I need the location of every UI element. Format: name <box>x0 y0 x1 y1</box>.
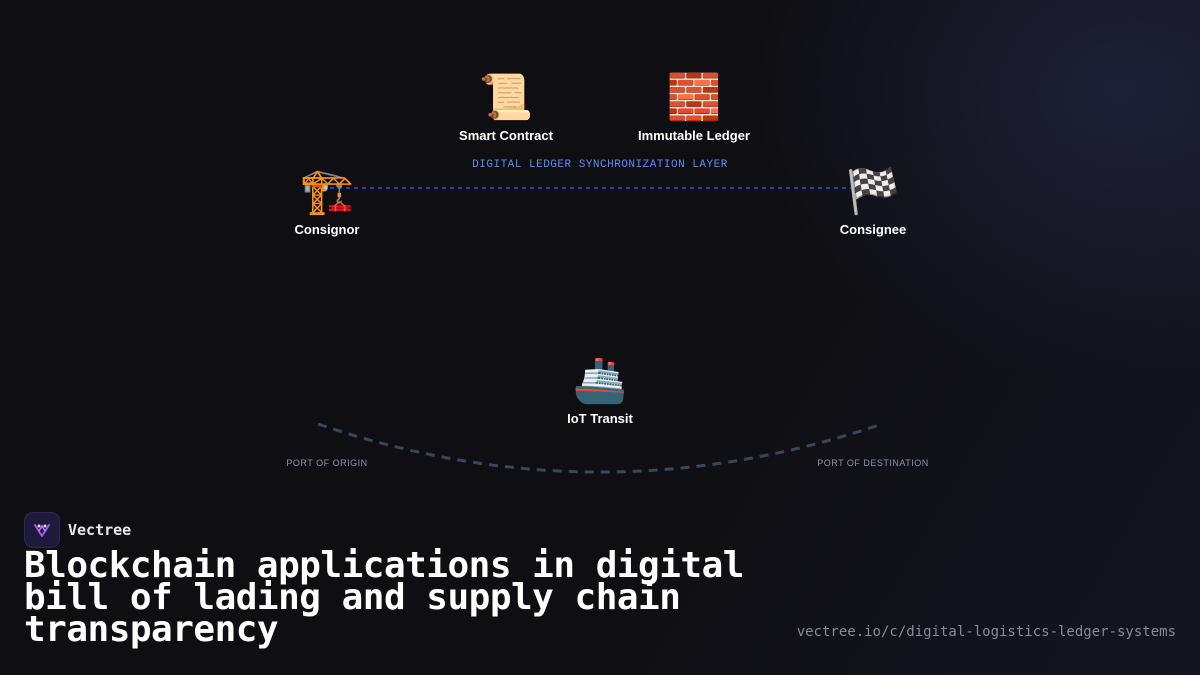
iot-transit-label: IoT Transit <box>567 411 633 426</box>
port-of-origin-label: PORT OF ORIGIN <box>286 458 368 468</box>
transit-route-line <box>317 422 883 474</box>
diagram-connectors <box>317 187 883 474</box>
port-of-destination-label: PORT OF DESTINATION <box>817 458 929 468</box>
iot-transit-node: 🚢 IoT Transit <box>510 355 690 426</box>
immutable-ledger-node: 🧱 Immutable Ledger <box>604 72 784 143</box>
smart-contract-node: 📜 Smart Contract <box>416 72 596 143</box>
page-title: Blockchain applications in digital bill … <box>24 545 744 650</box>
sync-layer-label: DIGITAL LEDGER SYNCHRONIZATION LAYER <box>472 159 728 171</box>
consignee-node: 🏁 Consignee <box>783 166 963 237</box>
vectree-logo-icon <box>24 512 60 548</box>
checkered-flag-icon: 🏁 <box>845 166 901 217</box>
brand-name: Vectree <box>68 521 132 539</box>
consignor-label: Consignor <box>294 222 360 237</box>
construction-crane-icon: 🏗️ <box>299 166 355 217</box>
brick-icon: 🧱 <box>666 72 722 123</box>
smart-contract-label: Smart Contract <box>459 128 553 143</box>
source-url[interactable]: vectree.io/c/digital-logistics-ledger-sy… <box>796 624 1176 640</box>
ship-icon: 🚢 <box>572 355 628 406</box>
scroll-icon: 📜 <box>478 72 534 123</box>
supply-chain-diagram: 📜 Smart Contract 🧱 Immutable Ledger DIGI… <box>237 72 963 474</box>
immutable-ledger-label: Immutable Ledger <box>638 128 750 143</box>
consignor-node: 🏗️ Consignor <box>237 166 417 237</box>
consignee-label: Consignee <box>839 222 907 237</box>
brand: Vectree <box>24 512 131 548</box>
